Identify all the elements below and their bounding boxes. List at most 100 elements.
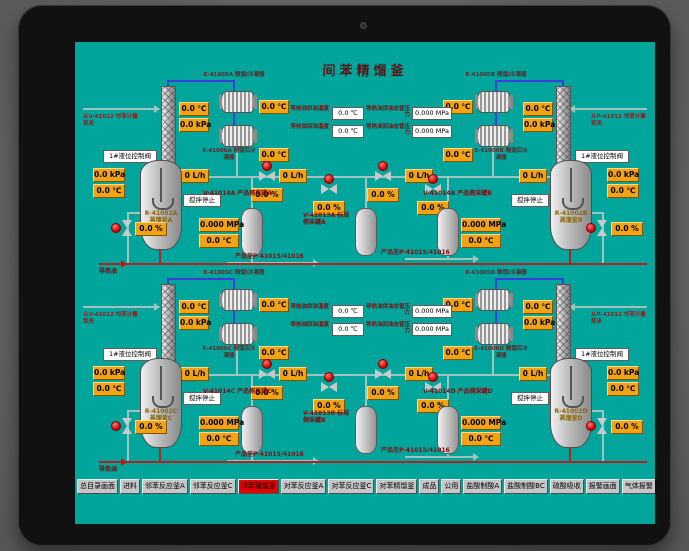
valve-control-button[interactable]: 1#液位控制阀 xyxy=(103,348,157,361)
agitator-status-button[interactable]: 搅拌停止 xyxy=(511,194,549,207)
oil-supply-press-label: 导热油供油总管压力 xyxy=(365,304,410,316)
feed-note: 从V-41012 邻苯计量泵来 xyxy=(83,114,138,127)
valve-control-button[interactable]: 1#液位控制阀 xyxy=(103,150,157,163)
vessel-press-readout: 0.000 MPa xyxy=(199,218,244,232)
condenser-label: E-41006A 精馏后冷凝器 xyxy=(202,148,256,161)
heat-oil-pipe xyxy=(159,248,161,263)
feed-note: 从P-41012 邻苯计量泵来 xyxy=(591,114,646,127)
pipe xyxy=(602,410,604,461)
vessel-temp-readout: 0.0 ℃ xyxy=(199,432,239,446)
sidedraw-vessel xyxy=(355,208,377,256)
menu-item-6[interactable]: 对苯反应釜C xyxy=(328,478,375,494)
menu-item-3[interactable]: 邻苯反应釜C xyxy=(189,478,236,494)
menu-item-14[interactable]: 气体报警 xyxy=(621,478,655,494)
vessel-temp-readout: 0.0 ℃ xyxy=(461,432,501,446)
control-valve[interactable] xyxy=(425,174,441,194)
vapor-pipe xyxy=(167,278,169,286)
column-press-readout: 0.0 kPa xyxy=(179,118,211,132)
control-valve[interactable] xyxy=(321,372,337,392)
control-valve[interactable] xyxy=(259,359,275,379)
condenser-label: E-41006B 精馏后冷凝器 xyxy=(474,148,528,161)
control-valve[interactable] xyxy=(259,161,275,181)
control-valve[interactable] xyxy=(586,418,607,434)
menu-item-8[interactable]: 成品 xyxy=(419,478,440,494)
reactor-label: R-41002C 蒸馏釜C xyxy=(144,408,178,423)
menu-item-1[interactable]: 进料 xyxy=(120,478,140,494)
vapor-pipe xyxy=(167,278,235,280)
pipe xyxy=(127,410,129,461)
menu-item-9[interactable]: 公用 xyxy=(441,478,462,494)
condenser xyxy=(219,125,257,147)
condenser-temp-readout: 0.0 ℃ xyxy=(443,346,473,360)
product-route-note: 产品至P-41015/41016 xyxy=(235,253,304,260)
control-valve[interactable] xyxy=(375,359,391,379)
oil-supply-temp-readout: 0.0 ℃ xyxy=(332,305,364,318)
menu-item-12[interactable]: 硫酸吸收 xyxy=(549,478,584,494)
valve-status-icon xyxy=(262,161,272,171)
pipe xyxy=(236,145,238,176)
condenser-label: E-41005D 精馏Ⅰ冷凝器 xyxy=(465,270,527,276)
condenser-label: E-41005B 精馏Ⅰ冷凝器 xyxy=(465,72,527,78)
agitator-status-button[interactable]: 搅拌停止 xyxy=(511,392,549,405)
menu-item-0[interactable]: 总目录画面 xyxy=(77,478,118,494)
valve-control-button[interactable]: 1#液位控制阀 xyxy=(575,150,629,163)
valve-status-icon xyxy=(586,421,596,431)
control-valve[interactable] xyxy=(586,220,607,236)
valve-pct-readout: 0.0 % xyxy=(313,399,345,413)
product-route-note: 产品至P-41015/41016 xyxy=(381,249,450,256)
reactor-label: R-41002B 蒸馏釜B xyxy=(554,210,588,225)
product-route-note: 产品至P-41015/41016 xyxy=(235,451,304,458)
oil-supply-temp-readout: 0.0 ℃ xyxy=(332,107,364,120)
agitator-status-button[interactable]: 搅拌停止 xyxy=(183,194,221,207)
menu-item-13[interactable]: 报警画面 xyxy=(585,478,620,494)
condenser xyxy=(475,289,513,311)
control-valve[interactable] xyxy=(111,220,132,236)
menu-item-11[interactable]: 盐酸制酸BC xyxy=(504,478,548,494)
menu-item-10[interactable]: 盐酸制酸A xyxy=(463,478,503,494)
vapor-pipe xyxy=(495,111,497,125)
menu-item-2[interactable]: 邻苯反应釜A xyxy=(142,478,188,494)
vapor-pipe xyxy=(495,278,563,280)
reactor-label: R-41002A 蒸馏釜A xyxy=(144,210,178,225)
vessel-label: V-41014B 产品侧采罐B xyxy=(423,190,492,197)
reactor-vessel: R-41002A 蒸馏釜A xyxy=(140,160,182,250)
flow-arrow-icon xyxy=(121,260,127,268)
column-temp-readout: 0.0 ℃ xyxy=(523,102,553,116)
control-valve[interactable] xyxy=(321,174,337,194)
reactor-press-readout: 0.0 kPa xyxy=(93,366,125,380)
vessel-press-readout: 0.000 MPa xyxy=(199,416,244,430)
valve-control-button[interactable]: 1#液位控制阀 xyxy=(575,348,629,361)
pipe xyxy=(447,176,449,208)
heat-oil-label: 导热油 xyxy=(99,466,118,473)
reactor-vessel: R-41002B 蒸馏釜B xyxy=(550,160,592,250)
distillation-column xyxy=(556,284,571,368)
control-valve[interactable] xyxy=(375,161,391,181)
menu-item-4[interactable]: 间苯精馏釜 xyxy=(237,478,279,494)
reactor-temp-readout: 0.0 ℃ xyxy=(607,184,639,198)
vapor-pipe xyxy=(495,80,563,82)
pipe xyxy=(447,452,449,456)
reactor-label: R-41002D 蒸馏釜D xyxy=(554,408,588,423)
vapor-pipe xyxy=(495,80,497,91)
vapor-pipe xyxy=(233,278,235,289)
condenser-label: E-41005A 精馏Ⅰ冷凝器 xyxy=(203,72,265,78)
pipe xyxy=(405,258,477,260)
condenser xyxy=(475,91,513,113)
pipe xyxy=(589,212,603,214)
vessel-temp-readout: 0.0 ℃ xyxy=(199,234,239,248)
oil-return-temp-label: 导热油回油温度 xyxy=(290,322,329,328)
vessel-press-readout: 0.000 MPa xyxy=(461,416,506,430)
condenser-temp-readout: 0.0 ℃ xyxy=(259,100,289,114)
valve-status-icon xyxy=(378,161,388,171)
control-valve[interactable] xyxy=(111,418,132,434)
menu-item-5[interactable]: 对苯反应釜A xyxy=(280,478,327,494)
heat-oil-pipe xyxy=(159,446,161,461)
control-valve[interactable] xyxy=(425,372,441,392)
oil-supply-press-readout: 0.000 MPa xyxy=(412,305,452,318)
agitator-status-button[interactable]: 搅拌停止 xyxy=(183,392,221,405)
reactor-press-readout: 0.0 kPa xyxy=(607,366,639,380)
reactor-press-readout: 0.0 kPa xyxy=(607,168,639,182)
heat-oil-pipe xyxy=(99,263,647,265)
menu-item-7[interactable]: 对苯精馏釜 xyxy=(376,478,418,494)
